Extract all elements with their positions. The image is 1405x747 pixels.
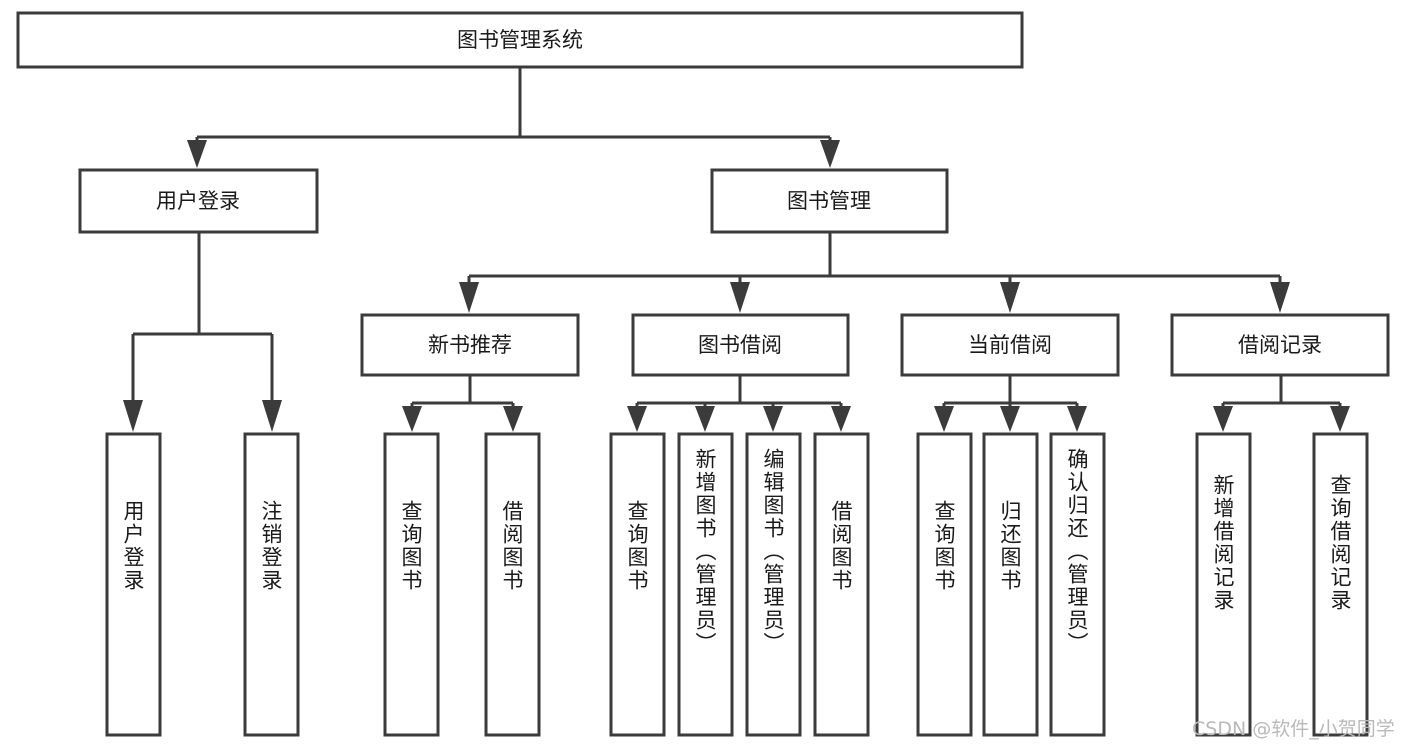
node-root-label: 图书管理系统 [457,28,583,52]
leaf-add-book-box[interactable] [677,432,734,737]
leaf-query-record-box[interactable] [1312,432,1369,737]
leaf-edit-book-box[interactable] [745,432,802,737]
arrow-head-leaf-add-book [695,406,715,432]
leaf-query-record-label: 查询借阅记录 [1328,474,1352,612]
arrow-head-leaf-add-record [1213,406,1233,432]
leaf-query-book-1-box[interactable] [383,432,440,737]
leaf-borrow-book-2-label: 借阅图书 [829,500,853,592]
node-book-borrow-label: 图书借阅 [698,333,782,357]
node-new-book-rec[interactable]: 新书推荐 [360,313,580,377]
leaf-node-logout[interactable]: 注销登录 [243,432,300,737]
leaf-nodes-group: 用户登录 注销登录 查询图书 借阅图书 查询图书 新增图书（管理员） [105,432,1369,737]
arrow-head-leaf-borrow-book-2 [831,406,851,432]
arrow-head-leaf-query-book-1 [402,406,422,432]
node-user-login-label: 用户登录 [156,189,240,213]
arrow-head-leaf-query-book-2 [627,406,647,432]
node-user-login-box[interactable] [78,168,319,234]
node-root-box[interactable] [16,11,1024,69]
arrow-head-leaf-query-record [1330,406,1350,432]
leaf-logout-label: 注销登录 [259,500,283,592]
leaf-node-user-login[interactable]: 用户登录 [105,432,162,737]
leaf-return-book-box[interactable] [982,432,1039,737]
leaf-node-return-book[interactable]: 归还图书 [982,432,1039,737]
arrow-head-leaf-confirm-return [1067,406,1087,432]
leaf-add-record-label: 新增借阅记录 [1211,474,1235,612]
leaf-query-book-3-box[interactable] [916,432,973,737]
leaf-node-query-book-3[interactable]: 查询图书 [916,432,973,737]
leaf-node-add-record[interactable]: 新增借阅记录 [1195,432,1252,737]
leaf-add-record-box[interactable] [1195,432,1252,737]
leaf-logout-box[interactable] [243,432,300,737]
node-new-book-rec-label: 新书推荐 [428,333,512,357]
arrow-head-leaf-logout [262,400,282,432]
node-book-borrow-box[interactable] [631,313,850,377]
node-user-login[interactable]: 用户登录 [78,168,319,234]
node-borrow-record[interactable]: 借阅记录 [1170,313,1390,377]
node-new-book-rec-box[interactable] [360,313,580,377]
leaf-query-book-3-label: 查询图书 [932,500,956,592]
leaf-borrow-book-1-label: 借阅图书 [500,500,524,592]
arrow-head-book-manage [820,140,840,168]
arrow-head-user-login [187,140,207,168]
node-book-borrow[interactable]: 图书借阅 [631,313,850,377]
leaf-node-confirm-return[interactable]: 确认归还（管理员） [1049,432,1106,737]
arrow-head-book-borrow [730,282,750,313]
node-current-borrow-box[interactable] [900,313,1120,377]
leaf-query-book-1-label: 查询图书 [399,500,423,592]
node-current-borrow-label: 当前借阅 [968,333,1052,357]
arrow-head-leaf-borrow-book-1 [503,406,523,432]
leaf-confirm-return-box[interactable] [1049,432,1106,737]
arrow-head-new-book-rec [459,282,479,313]
leaf-add-book-label: 新增图书（管理员） [693,448,717,655]
leaf-borrow-book-1-box[interactable] [484,432,541,737]
node-borrow-record-box[interactable] [1170,313,1390,377]
leaf-query-book-2-label: 查询图书 [625,500,649,592]
node-borrow-record-label: 借阅记录 [1238,333,1322,357]
node-book-manage-label: 图书管理 [787,189,871,213]
arrow-head-current-borrow [1000,282,1020,313]
arrow-head-leaf-return-book [1000,406,1020,432]
node-current-borrow[interactable]: 当前借阅 [900,313,1120,377]
leaf-user-login-label: 用户登录 [121,500,145,592]
leaf-node-query-book-1[interactable]: 查询图书 [383,432,440,737]
leaf-node-borrow-book-1[interactable]: 借阅图书 [484,432,541,737]
leaf-confirm-return-label: 确认归还（管理员） [1065,448,1089,655]
node-book-manage[interactable]: 图书管理 [710,168,949,234]
leaf-node-add-book[interactable]: 新增图书（管理员） [677,432,734,737]
leaf-node-edit-book[interactable]: 编辑图书（管理员） [745,432,802,737]
connectors-group [123,67,1350,432]
leaf-query-book-2-box[interactable] [609,432,666,737]
leaf-edit-book-label: 编辑图书（管理员） [761,448,785,655]
leaf-borrow-book-2-box[interactable] [813,432,870,737]
node-root[interactable]: 图书管理系统 [16,11,1024,69]
leaf-return-book-label: 归还图书 [998,500,1022,592]
node-book-manage-box[interactable] [710,168,949,234]
arrow-head-leaf-user-login [123,400,143,432]
leaf-node-borrow-book-2[interactable]: 借阅图书 [813,432,870,737]
leaf-node-query-book-2[interactable]: 查询图书 [609,432,666,737]
arrow-head-leaf-query-book-3 [934,406,954,432]
arrow-head-borrow-record [1270,282,1290,313]
arrow-head-leaf-edit-book [763,406,783,432]
leaf-node-query-record[interactable]: 查询借阅记录 [1312,432,1369,737]
leaf-user-login-box[interactable] [105,432,162,737]
